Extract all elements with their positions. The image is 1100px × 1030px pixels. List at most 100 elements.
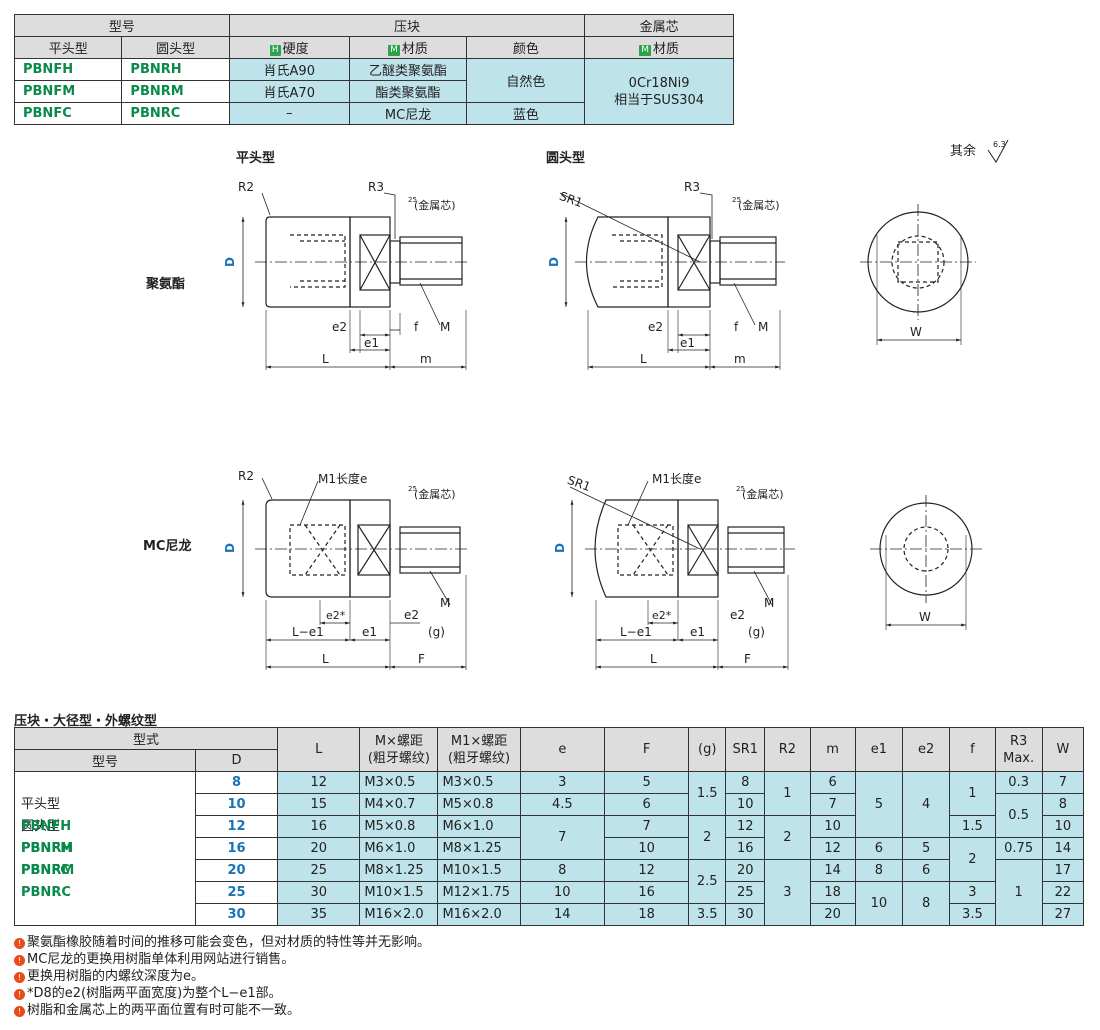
svg-text:W: W xyxy=(919,610,931,624)
svg-text:(金属芯): (金属芯) xyxy=(414,487,456,501)
svg-text:e1: e1 xyxy=(362,625,377,639)
svg-text:L: L xyxy=(640,352,647,366)
header-color: 颜色 xyxy=(466,36,586,59)
svg-text:25: 25 xyxy=(736,485,745,493)
drawing-round-pu xyxy=(559,192,785,370)
tag-h: H xyxy=(269,45,281,56)
svg-text:m: m xyxy=(734,352,746,366)
svg-text:M: M xyxy=(764,596,774,610)
header-core: 金属芯 xyxy=(584,14,734,37)
label-mc: MC尼龙 xyxy=(143,538,191,554)
svg-text:W: W xyxy=(910,325,922,339)
svg-text:e2*: e2* xyxy=(326,609,346,622)
svg-text:(金属芯): (金属芯) xyxy=(414,198,456,212)
svg-text:M1长度e: M1长度e xyxy=(318,471,367,486)
svg-text:D: D xyxy=(547,257,561,267)
note-3: !更换用树脂的内螺纹深度为e。 xyxy=(14,968,204,985)
svg-text:e1: e1 xyxy=(690,625,705,639)
svg-text:(金属芯): (金属芯) xyxy=(738,198,780,212)
table-row: 12 16 M5×0.8 M6×1.0 7 7 2 12 2 10 1.5 10 xyxy=(15,815,1085,860)
svg-text:25: 25 xyxy=(408,196,417,204)
table-row: 30 35 M16×2.0 M16×2.0 14 18 3.5 30 20 3.… xyxy=(15,903,1085,926)
table-row: 10 15 M4×0.7 M5×0.8 4.5 6 10 7 0.5 8 xyxy=(15,793,1085,838)
flat-title: 平头型 xyxy=(236,150,275,166)
drawing-flat-mc xyxy=(241,477,470,670)
svg-text:e1: e1 xyxy=(364,336,379,350)
drawing-flat-pu xyxy=(241,192,470,370)
drawing-round-mc xyxy=(569,480,795,670)
svg-text:f: f xyxy=(414,320,419,334)
technical-drawings: 平头型 圆头型 其余 6.3 聚氨酯 MC尼龙 D R2 R3 (金属芯) 2 xyxy=(143,139,1009,670)
svg-text:e2: e2 xyxy=(404,608,419,622)
info-icon: ! xyxy=(14,972,25,983)
note-2: !MC尼龙的更换用树脂单体利用网站进行销售。 xyxy=(14,951,294,968)
drawing-end-view-pu xyxy=(860,204,976,345)
svg-text:R3: R3 xyxy=(368,180,384,194)
note-1: !聚氨酯橡胶随着时间的推移可能会变色，但对材质的特性等并无影响。 xyxy=(14,934,430,951)
other-finish: 其余 xyxy=(950,143,976,159)
tag-m: M xyxy=(388,45,400,56)
svg-text:e2: e2 xyxy=(730,608,745,622)
model-list: 平头型圆头型 PBNFHPBNRH PBNFMPBNRM PBNFCPBNRC xyxy=(14,771,196,926)
svg-text:M: M xyxy=(440,596,450,610)
svg-text:R2: R2 xyxy=(238,180,254,194)
table-row: 20 25 M8×1.25 M10×1.5 8 12 2.5 20 3 14 8… xyxy=(15,859,1085,926)
shared-color: 自然色 xyxy=(466,58,586,103)
svg-text:L−e1: L−e1 xyxy=(620,625,652,639)
table-row: 平头型圆头型 PBNFHPBNRH PBNFMPBNRM PBNFCPBNRC … xyxy=(14,771,1085,926)
label-pu: 聚氨酯 xyxy=(145,276,185,292)
svg-text:F: F xyxy=(744,652,751,666)
svg-text:m: m xyxy=(420,352,432,366)
table-row: 16 20 M6×1.0 M8×1.25 10 16 12 6 5 2 0.75… xyxy=(15,837,1085,882)
note-4: !*D8的e2(树脂两平面宽度)为整个L−e1部。 xyxy=(14,985,282,1002)
svg-text:M1长度e: M1长度e xyxy=(652,471,701,486)
svg-text:e1: e1 xyxy=(680,336,695,350)
svg-text:SR1: SR1 xyxy=(558,189,585,210)
header-model: 型号 xyxy=(14,14,230,37)
svg-text:R3: R3 xyxy=(684,180,700,194)
spec-title: 压块・大径型・外螺纹型 xyxy=(14,714,158,729)
svg-text:D: D xyxy=(223,257,237,267)
svg-text:(g): (g) xyxy=(428,625,445,639)
svg-text:f: f xyxy=(734,320,739,334)
svg-text:(g): (g) xyxy=(748,625,765,639)
info-icon: ! xyxy=(14,989,25,1000)
header-flat: 平头型 xyxy=(13,36,123,59)
svg-text:(金属芯): (金属芯) xyxy=(742,487,784,501)
round-title: 圆头型 xyxy=(546,150,585,166)
tag-m2: M xyxy=(639,45,651,56)
svg-text:e2: e2 xyxy=(332,320,347,334)
info-icon: ! xyxy=(14,955,25,966)
spec-table: 型式 L M×螺距(粗牙螺纹) M1×螺距(粗牙螺纹) e F (g) SR1 … xyxy=(13,727,1085,926)
svg-text:e2: e2 xyxy=(648,320,663,334)
svg-text:SR1: SR1 xyxy=(566,473,593,494)
table-row: PBNFC PBNRC – MC尼龙 蓝色 xyxy=(13,102,734,125)
header-round: 圆头型 xyxy=(121,36,230,59)
svg-text:D: D xyxy=(553,543,567,553)
svg-text:25: 25 xyxy=(408,485,417,493)
info-icon: ! xyxy=(14,1006,25,1017)
svg-text:F: F xyxy=(418,652,425,666)
svg-text:25: 25 xyxy=(732,196,741,204)
svg-text:D: D xyxy=(223,543,237,553)
header-pad: 压块 xyxy=(228,14,586,37)
svg-text:L: L xyxy=(322,652,329,666)
drawing-end-view-mc xyxy=(870,495,982,630)
note-5: !树脂和金属芯上的两平面位置有时可能不一致。 xyxy=(14,1002,300,1019)
info-icon: ! xyxy=(14,938,25,949)
svg-text:L−e1: L−e1 xyxy=(292,625,324,639)
table-row: 25 30 M10×1.5 M12×1.75 10 16 25 18 10 8 … xyxy=(15,881,1085,926)
svg-text:e2*: e2* xyxy=(652,609,672,622)
table-row: PBNFM PBNRM 肖氏A70 酯类聚氨酯 xyxy=(13,80,734,103)
svg-text:L: L xyxy=(650,652,657,666)
svg-text:R2: R2 xyxy=(238,469,254,483)
svg-text:M: M xyxy=(758,320,768,334)
svg-text:L: L xyxy=(322,352,329,366)
svg-text:6.3: 6.3 xyxy=(993,140,1006,149)
